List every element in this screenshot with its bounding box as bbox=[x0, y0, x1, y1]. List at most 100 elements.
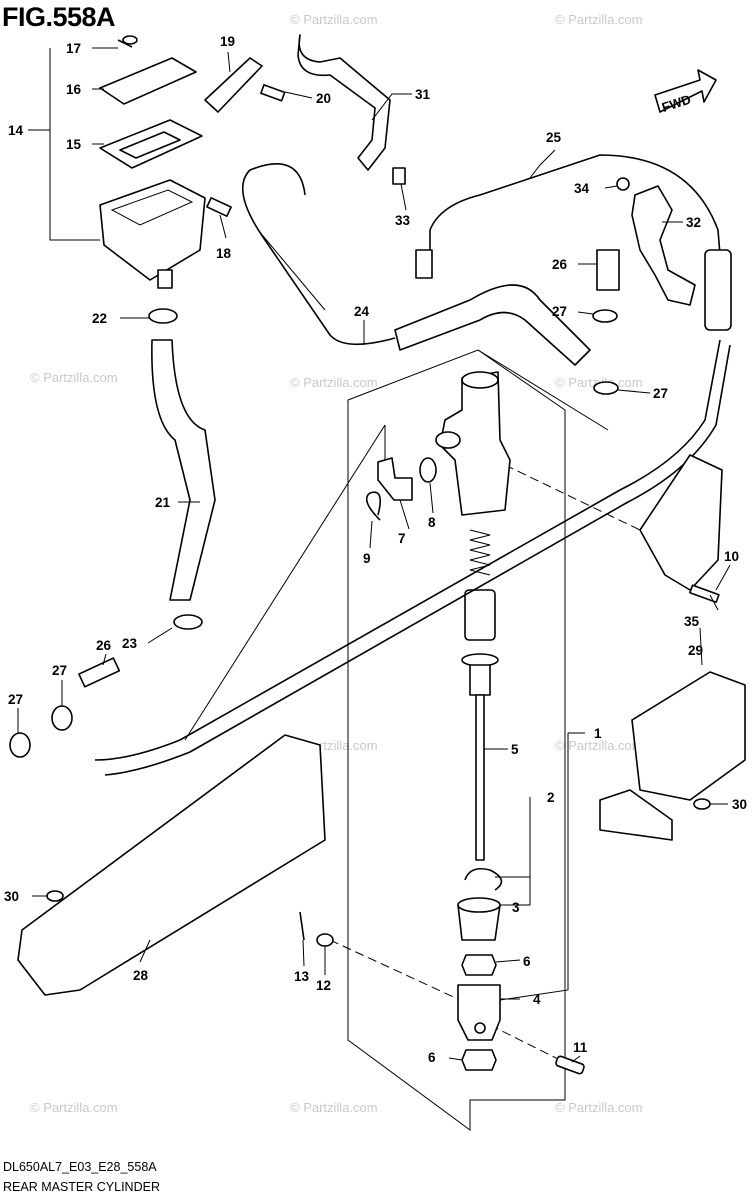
bracket-32 bbox=[631, 185, 696, 306]
circlip-9 bbox=[365, 491, 381, 521]
reservoir-body bbox=[99, 179, 206, 289]
callout-9: 9 bbox=[363, 551, 371, 566]
bolt-10 bbox=[689, 584, 720, 604]
callout-18: 18 bbox=[216, 246, 232, 261]
callout-25: 25 bbox=[546, 130, 562, 145]
washers-27-left bbox=[9, 705, 73, 758]
union-bolt-26-right bbox=[596, 249, 620, 291]
push-rod-5 bbox=[461, 653, 499, 861]
callout-27b: 27 bbox=[653, 386, 668, 401]
piston-cup bbox=[464, 589, 496, 641]
master-cylinder-body bbox=[435, 371, 511, 516]
reservoir-cap-screw bbox=[117, 35, 138, 48]
callout-1: 1 bbox=[594, 726, 602, 741]
reservoir-diaphragm bbox=[99, 119, 203, 169]
callout-30a: 30 bbox=[4, 889, 19, 904]
callout-35: 35 bbox=[684, 614, 700, 629]
callout-13: 13 bbox=[294, 969, 310, 984]
callouts: 1 2 3 4 5 6 6 7 8 9 10 11 12 13 14 15 16… bbox=[4, 34, 747, 1065]
snap-ring bbox=[464, 867, 503, 891]
callout-14: 14 bbox=[8, 123, 24, 138]
watermark: © Partzilla.com bbox=[30, 370, 118, 385]
bolt-34 bbox=[616, 177, 630, 191]
forward-arrow-icon: FWD bbox=[654, 69, 717, 115]
reservoir-bolt bbox=[206, 197, 232, 217]
callout-20: 20 bbox=[316, 91, 331, 106]
washers-27-right bbox=[592, 309, 619, 395]
callout-26a: 26 bbox=[552, 257, 568, 272]
callout-31: 31 bbox=[415, 87, 431, 102]
callout-26b: 26 bbox=[96, 638, 112, 653]
reservoir-cap bbox=[99, 57, 197, 105]
exploded-view-frame bbox=[184, 349, 641, 1131]
screw-30-right bbox=[693, 798, 711, 810]
callout-15: 15 bbox=[66, 137, 82, 152]
bracket-plate bbox=[204, 57, 263, 113]
brake-pipe-25 bbox=[415, 154, 721, 279]
brake-hose-21 bbox=[151, 339, 216, 601]
figure-caption: REAR MASTER CYLINDER bbox=[3, 1180, 160, 1194]
callout-21: 21 bbox=[155, 495, 171, 510]
union-bolt-26-left bbox=[78, 657, 121, 688]
rear-brake-hose bbox=[94, 249, 732, 776]
hose-connector-7 bbox=[377, 457, 413, 501]
callout-27c: 27 bbox=[52, 663, 67, 678]
callout-23: 23 bbox=[122, 636, 138, 651]
cover-29 bbox=[599, 671, 746, 841]
callout-27d: 27 bbox=[8, 692, 23, 707]
watermark: © Partzilla.com bbox=[555, 738, 643, 753]
callout-3: 3 bbox=[512, 900, 520, 915]
bolt-33 bbox=[392, 167, 406, 185]
brake-pipe-24 bbox=[242, 163, 396, 346]
callout-16: 16 bbox=[66, 82, 82, 97]
hose-clamp-23 bbox=[173, 614, 203, 630]
upper-hose bbox=[394, 284, 591, 366]
callout-6a: 6 bbox=[523, 954, 531, 969]
cover-28 bbox=[17, 734, 326, 996]
callout-27a: 27 bbox=[552, 304, 567, 319]
watermark: © Partzilla.com bbox=[290, 375, 378, 390]
figure-code: DL650AL7_E03_E28_558A bbox=[3, 1160, 157, 1174]
spring bbox=[469, 529, 491, 576]
callout-19: 19 bbox=[220, 34, 235, 49]
callout-11: 11 bbox=[573, 1040, 588, 1055]
hose-clamp-22 bbox=[148, 308, 178, 324]
callout-24: 24 bbox=[354, 304, 370, 319]
nut-6-upper bbox=[461, 954, 497, 976]
clevis-pin-11 bbox=[555, 1055, 585, 1075]
watermark: © Partzilla.com bbox=[290, 1100, 378, 1115]
hose-guard-35 bbox=[639, 454, 723, 591]
callout-32: 32 bbox=[686, 215, 701, 230]
bracket-bolt bbox=[260, 84, 286, 102]
screw-30-left bbox=[46, 890, 64, 902]
callout-34: 34 bbox=[574, 181, 590, 196]
callout-33: 33 bbox=[395, 213, 411, 228]
figure-title: FIG.558A bbox=[2, 2, 116, 32]
watermark: © Partzilla.com bbox=[30, 1100, 118, 1115]
callout-5: 5 bbox=[511, 742, 519, 757]
callout-17: 17 bbox=[66, 41, 81, 56]
callout-6b: 6 bbox=[428, 1050, 436, 1065]
callout-7: 7 bbox=[398, 531, 406, 546]
callout-8: 8 bbox=[428, 515, 436, 530]
callout-4: 4 bbox=[533, 992, 541, 1007]
bracket-31 bbox=[297, 34, 391, 171]
watermark: © Partzilla.com bbox=[555, 12, 643, 27]
boot-3 bbox=[457, 897, 501, 941]
clevis-4 bbox=[457, 984, 501, 1041]
callout-10: 10 bbox=[724, 549, 739, 564]
o-ring-8 bbox=[419, 457, 437, 483]
leader-lines bbox=[17, 47, 731, 1063]
cotter-pin-13 bbox=[299, 911, 305, 941]
callout-12: 12 bbox=[316, 978, 331, 993]
callout-2: 2 bbox=[547, 790, 555, 805]
callout-29: 29 bbox=[688, 643, 703, 658]
washer-12 bbox=[316, 933, 334, 947]
nut-6-lower bbox=[461, 1049, 497, 1071]
callout-22: 22 bbox=[92, 311, 107, 326]
watermark: © Partzilla.com bbox=[290, 12, 378, 27]
callout-28: 28 bbox=[133, 968, 149, 983]
callout-30b: 30 bbox=[732, 797, 747, 812]
watermark: © Partzilla.com bbox=[555, 1100, 643, 1115]
